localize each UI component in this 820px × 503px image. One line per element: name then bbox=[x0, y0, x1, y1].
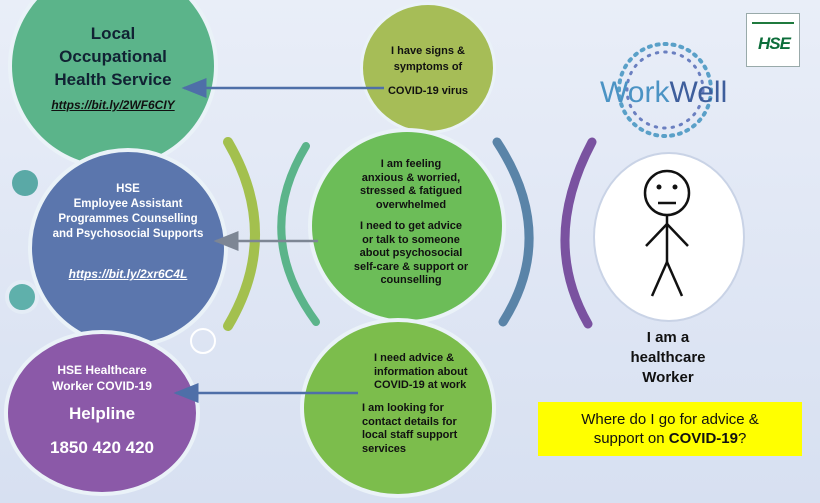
anxious-line-4: overwhelmed bbox=[375, 198, 447, 211]
advice-line-3: COVID-19 at work bbox=[374, 379, 467, 391]
symptoms-line-3: COVID-19 virus bbox=[387, 85, 469, 97]
employee-assistance-line-3: Programmes Counselling bbox=[58, 213, 198, 225]
helpline-number[interactable]: 1850 420 420 bbox=[50, 438, 154, 457]
occupational-health-link[interactable]: https://bit.ly/2WF6CIY bbox=[51, 98, 175, 112]
anxious-line-2: anxious & worried, bbox=[361, 171, 461, 184]
advice-line-2: information about bbox=[374, 365, 468, 378]
question-box: Where do I go for advice & support on CO… bbox=[538, 402, 802, 456]
deco-circle-outline bbox=[190, 328, 216, 354]
anxious-line-5: I need to get advice bbox=[359, 220, 463, 232]
hse-logo: HSE bbox=[746, 13, 800, 67]
occupational-health-title-3: Health Service bbox=[54, 70, 172, 89]
anxious-line-6: or talk to someone bbox=[362, 233, 460, 246]
advice-circle: I need advice & information about COVID-… bbox=[300, 318, 496, 498]
anxious-line-3: stressed & fatigued bbox=[359, 185, 463, 197]
occupational-health-circle: Local Occupational Health Service https:… bbox=[8, 0, 218, 170]
anxious-line-8: self-care & support or bbox=[353, 260, 469, 273]
employee-assistance-line-4: and Psychosocial Supports bbox=[52, 228, 204, 240]
advice-line-1: I need advice & bbox=[374, 352, 455, 364]
advice-line-5: contact details for bbox=[362, 415, 457, 428]
deco-circle-small-top bbox=[12, 170, 38, 196]
workwell-dots-ring bbox=[617, 42, 713, 138]
occupational-health-title-2: Occupational bbox=[59, 47, 167, 66]
employee-assistance-circle: HSE Employee Assistant Programmes Counse… bbox=[28, 148, 228, 348]
workwell-text-well: Well bbox=[669, 76, 728, 109]
worker-line-3: Worker bbox=[642, 369, 694, 386]
workwell-text-work: Work bbox=[600, 76, 670, 109]
question-mark: ? bbox=[737, 430, 747, 447]
symptoms-line-2: symptoms of bbox=[393, 61, 463, 73]
helpline-line-2: Worker COVID-19 bbox=[52, 379, 152, 393]
anxious-line-7: about psychosocial bbox=[359, 247, 463, 259]
hse-logo-text: HSE bbox=[758, 34, 791, 53]
question-highlight: COVID-19 bbox=[668, 430, 738, 447]
helpline-line-1: HSE Healthcare bbox=[57, 363, 147, 377]
anxious-line-1: I am feeling bbox=[380, 158, 442, 170]
occupational-health-title-1: Local bbox=[90, 24, 136, 43]
anxious-line-9: counselling bbox=[380, 274, 442, 286]
symptoms-circle: I have signs & symptoms of COVID-19 viru… bbox=[360, 2, 496, 134]
employee-assistance-line-2: Employee Assistant bbox=[73, 198, 183, 210]
deco-circle-small-bottom bbox=[5, 280, 39, 314]
question-line-2: support on bbox=[593, 430, 669, 447]
advice-line-7: services bbox=[362, 442, 407, 455]
symptoms-line-1: I have signs & bbox=[391, 45, 465, 57]
question-line-1: Where do I go for advice & bbox=[581, 411, 759, 428]
hse-logo-stripe bbox=[752, 22, 794, 24]
employee-assistance-line-1: HSE bbox=[116, 183, 140, 195]
worker-line-2: healthcare bbox=[630, 349, 706, 366]
helpline-label: Helpline bbox=[68, 404, 136, 423]
employee-assistance-link[interactable]: https://bit.ly/2xr6C4L bbox=[68, 267, 188, 281]
advice-line-4: I am looking for bbox=[362, 402, 444, 414]
advice-line-6: local staff support bbox=[362, 429, 458, 441]
helpline-circle: HSE Healthcare Worker COVID-19 Helpline … bbox=[4, 330, 200, 496]
worker-line-1: I am a bbox=[646, 329, 690, 346]
